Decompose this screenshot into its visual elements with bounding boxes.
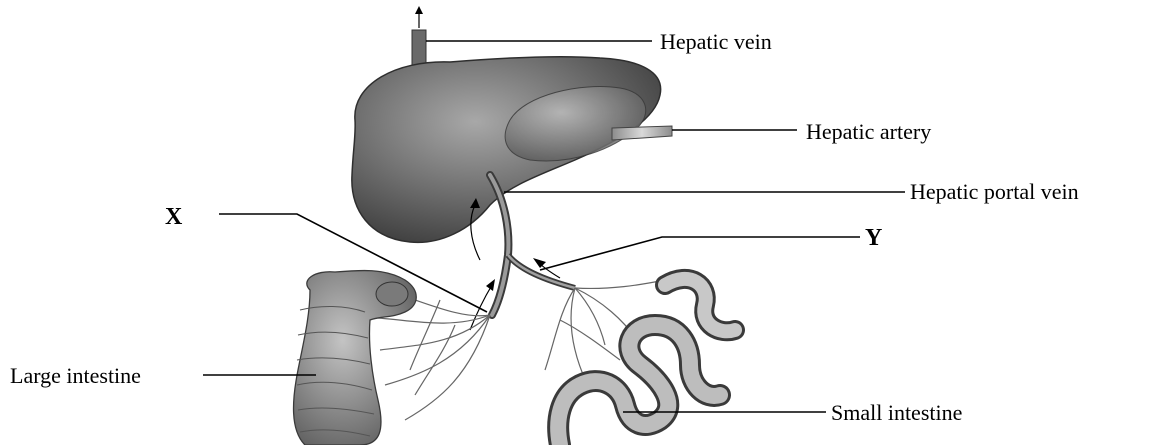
label-x: X bbox=[165, 204, 183, 230]
hepatic-vein-vessel bbox=[412, 6, 426, 72]
label-y: Y bbox=[865, 225, 882, 251]
leader-y bbox=[540, 237, 860, 270]
hepatic-portal-vein-vessel bbox=[490, 175, 575, 315]
label-hepatic-artery: Hepatic artery bbox=[806, 119, 931, 144]
large-intestine bbox=[294, 270, 417, 445]
label-small-intestine: Small intestine bbox=[831, 400, 962, 425]
hepatic-artery-vessel bbox=[612, 126, 672, 140]
small-intestine bbox=[558, 279, 735, 445]
label-large-intestine: Large intestine bbox=[10, 363, 141, 388]
label-hepatic-portal-vein: Hepatic portal vein bbox=[910, 179, 1079, 204]
label-hepatic-vein: Hepatic vein bbox=[660, 29, 772, 54]
